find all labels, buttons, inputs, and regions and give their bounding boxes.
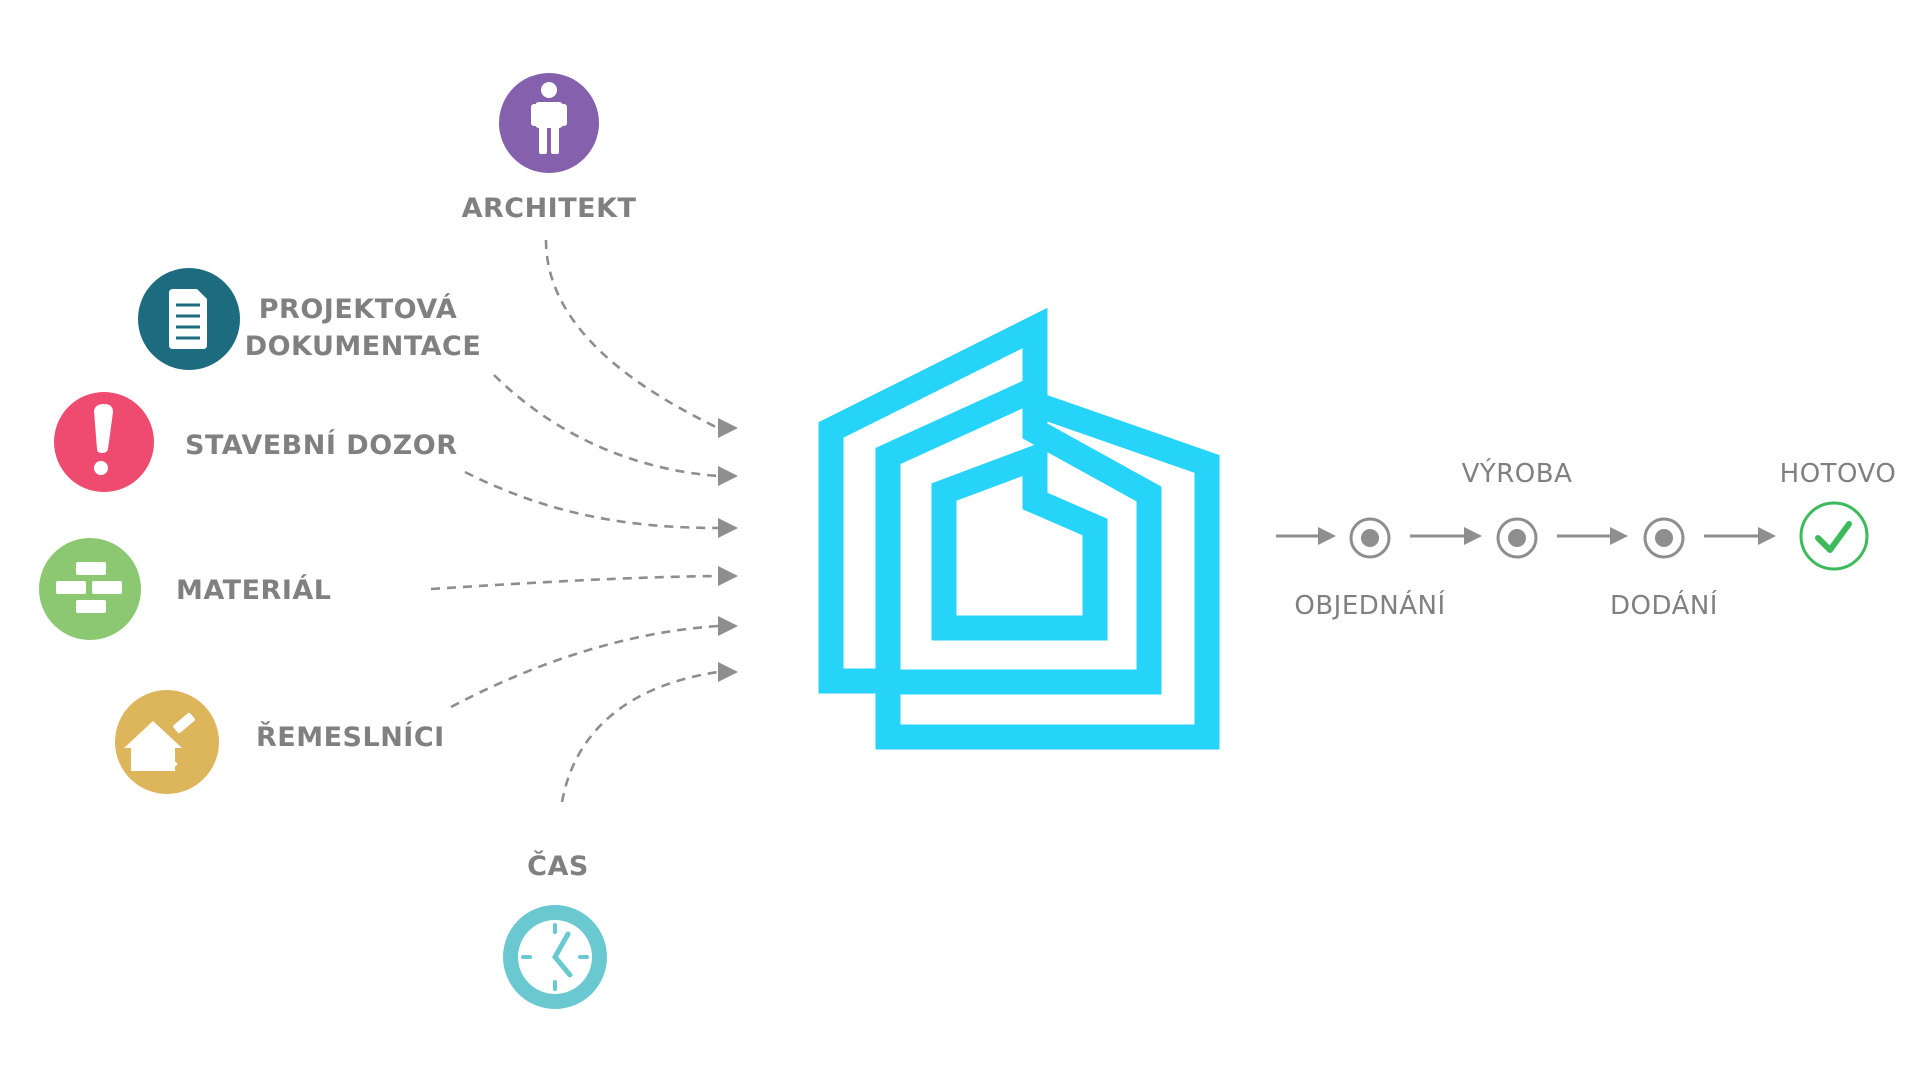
connector-architekt: [544, 239, 738, 438]
exclamation-icon: [54, 392, 154, 492]
pipeline-arrow-3: [1557, 527, 1628, 545]
connector-material: [430, 566, 738, 591]
step-label-dodani: DODÁNÍ: [1610, 589, 1718, 621]
connector-cas: [560, 662, 738, 803]
person-icon: [499, 73, 599, 173]
input-projektova-dokumentace: PROJEKTOVÁ DOKUMENTACE: [138, 268, 481, 370]
label-cas: ČAS: [527, 850, 589, 882]
label-stavebni-dozor: STAVEBNÍ DOZOR: [185, 429, 457, 461]
pipeline-arrow-4: [1704, 527, 1776, 545]
pipeline: OBJEDNÁNÍ VÝROBA DODÁNÍ HOTOVO: [1276, 457, 1896, 621]
house-hammer-icon: [115, 690, 219, 794]
pipeline-step-vyroba: VÝROBA: [1462, 457, 1573, 559]
checkmark-icon: [1799, 501, 1869, 571]
pipeline-arrow-2: [1410, 527, 1482, 545]
pipeline-step-dodani: DODÁNÍ: [1610, 517, 1718, 621]
label-cas-line-1: ČAS: [527, 850, 589, 882]
label-remeslnici: ŘEMESLNÍCI: [256, 721, 445, 753]
input-architekt: ARCHITEKT: [462, 73, 637, 224]
label-stavebni-dozor-line-1: STAVEBNÍ DOZOR: [185, 429, 457, 461]
step-label-objednani: OBJEDNÁNÍ: [1294, 589, 1445, 621]
input-material: MATERIÁL: [39, 538, 331, 640]
label-projektova-dokumentace: PROJEKTOVÁ DOKUMENTACE: [245, 293, 482, 362]
label-remeslnici-line-1: ŘEMESLNÍCI: [256, 721, 445, 753]
pipeline-final-hotovo: HOTOVO: [1780, 459, 1897, 571]
bricks-icon: [39, 538, 141, 640]
label-material-line-1: MATERIÁL: [176, 574, 331, 606]
label-architekt: ARCHITEKT: [462, 193, 637, 224]
step-label-vyroba: VÝROBA: [1462, 457, 1573, 489]
document-icon: [138, 268, 240, 370]
connector-projektova-dokumentace: [493, 374, 738, 486]
input-remeslnici: ŘEMESLNÍCI: [115, 690, 445, 794]
label-material: MATERIÁL: [176, 574, 331, 606]
label-projektova-dokumentace-line-1: PROJEKTOVÁ: [259, 293, 458, 325]
connector-remeslnici: [450, 616, 738, 709]
pipeline-arrow-1: [1276, 527, 1336, 545]
pipeline-step-objednani: OBJEDNÁNÍ: [1294, 517, 1445, 621]
clock-icon: [503, 905, 607, 1009]
input-connectors: [430, 239, 738, 803]
house-logo-icon: [818, 307, 1220, 750]
final-label-hotovo: HOTOVO: [1780, 459, 1897, 489]
input-stavebni-dozor: STAVEBNÍ DOZOR: [54, 392, 457, 492]
connector-stavebni-dozor: [464, 470, 738, 538]
label-architekt-line-1: ARCHITEKT: [462, 193, 637, 224]
label-projektova-dokumentace-line-2: DOKUMENTACE: [245, 331, 482, 362]
input-cas: ČAS: [503, 850, 607, 1009]
